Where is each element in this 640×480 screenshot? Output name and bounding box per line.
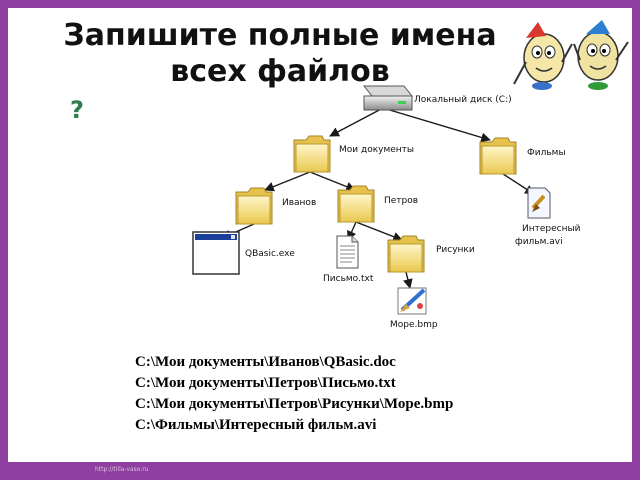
answer-list: C:\Мои документы\Иванов\QBasic.doc C:\Мо…: [135, 352, 453, 436]
folder-icon: [235, 187, 273, 225]
edge-pictures-sea: [403, 271, 413, 289]
title-line-1: Запишите полные имена: [63, 18, 497, 53]
edge-drive-mydocs: [329, 107, 384, 137]
answer-path-4: C:\Фильмы\Интересный фильм.avi: [135, 417, 377, 433]
edge-petrov-pictures: [355, 221, 403, 242]
file-label-movie-line1: Интересный: [522, 224, 581, 234]
page-title: Запишите полные имена всех файлов: [20, 18, 540, 90]
folder-icon: [387, 235, 425, 273]
movie-file-icon: [527, 187, 551, 219]
question-mark: ?: [70, 96, 84, 124]
answer-path-3: C:\Мои документы\Петров\Рисунки\Море.bmp: [135, 396, 454, 412]
cartoon-right-icon: [573, 20, 629, 90]
file-label-letter: Письмо.txt: [323, 274, 374, 284]
folder-icon: [293, 135, 331, 173]
application-window-icon: [192, 231, 240, 275]
title-line-2: всех файлов: [170, 54, 390, 89]
drive-label: Локальный диск (C:): [414, 95, 512, 105]
folder-icon: [337, 185, 375, 223]
folder-label-films: Фильмы: [527, 148, 566, 158]
edge-mydocs-petrov: [309, 171, 356, 192]
text-file-icon: [336, 235, 359, 269]
folder-label-ivanov: Иванов: [282, 198, 316, 208]
answer-path-1: C:\Мои документы\Иванов\QBasic.doc: [135, 354, 396, 370]
cartoon-characters-icon: [513, 20, 629, 90]
folder-label-my-documents: Мои документы: [339, 145, 414, 155]
bottom-strip: [0, 462, 640, 480]
hard-drive-icon: [362, 85, 414, 111]
paint-image-icon: [397, 287, 427, 315]
edge-mydocs-ivanov: [264, 171, 311, 192]
file-label-movie-line2: фильм.avi: [515, 237, 563, 247]
file-label-qbasic: QBasic.exe: [245, 249, 295, 259]
edge-drive-films: [382, 107, 491, 143]
folder-label-pictures: Рисунки: [436, 245, 475, 255]
file-label-sea: Море.bmp: [390, 320, 438, 330]
folder-label-petrov: Петров: [384, 196, 418, 206]
cartoon-left-icon: [513, 22, 573, 90]
watermark-text: http://tilla-vaso.ru: [95, 466, 149, 473]
answer-path-2: C:\Мои документы\Петров\Письмо.txt: [135, 375, 396, 391]
folder-icon: [479, 137, 517, 175]
slide-content-area: [8, 8, 632, 462]
